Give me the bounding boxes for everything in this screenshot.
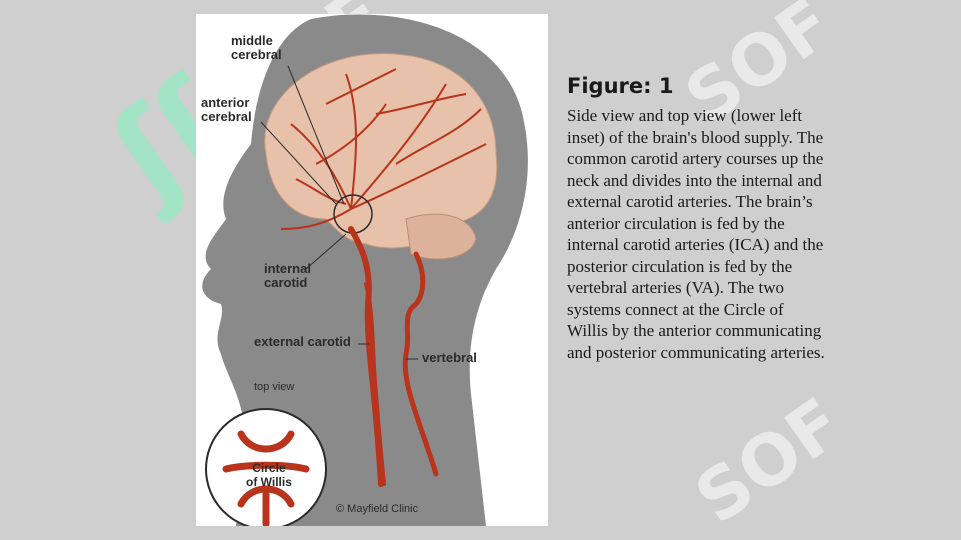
label-middle-cerebral: middle cerebral [231,33,282,62]
brain [264,53,498,249]
figure-caption: Side view and top view (lower left inset… [567,106,825,362]
label-external-carotid: external carotid [254,334,351,349]
label-vertebral: vertebral [422,350,477,365]
inset-arteries [222,430,310,526]
leader-lines [260,65,418,360]
neck-arteries [348,226,439,487]
cerebellum [405,213,477,260]
vertebral-artery [402,251,439,477]
figure-caption-block: Figure: 1 Side view and top view (lower … [567,74,827,363]
label-top-view: top view [254,381,295,393]
external-carotid-artery [364,282,386,486]
brain-blood-supply-illustration: middle cerebral anterior cerebral intern… [196,14,548,526]
label-anterior-cerebral: anterior cerebral [201,95,252,124]
label-internal-carotid: internal carotid [264,261,311,290]
illustration-svg [202,14,528,526]
label-circle-of-willis: Circle of Willis [246,461,292,489]
label-credit: © Mayfield Clinic [336,503,419,515]
figure-title: Figure: 1 [567,74,674,98]
watermark-bottom-right: SOF [680,382,858,540]
